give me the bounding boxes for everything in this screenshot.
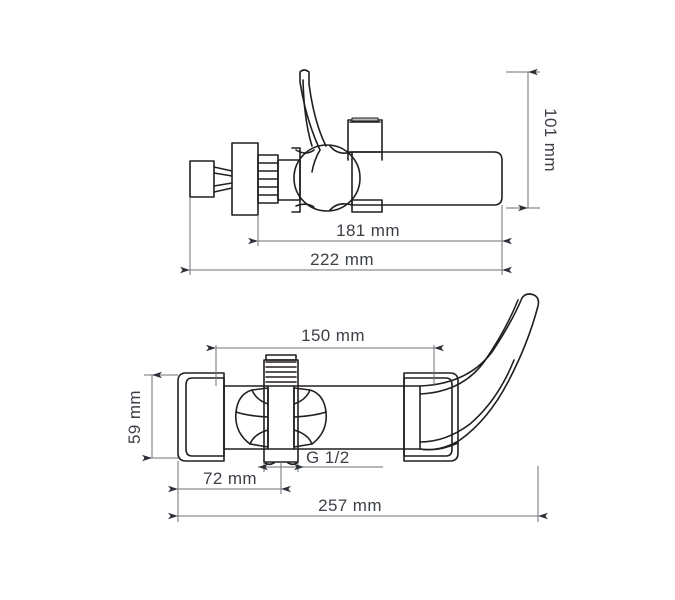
dimension-101mm-label: 101 mm bbox=[541, 108, 560, 172]
side-view-geometry bbox=[189, 69, 503, 216]
dimension-181mm: 181 mm bbox=[248, 205, 512, 246]
dimension-150mm-label: 150 mm bbox=[301, 326, 365, 345]
dimension-72mm: 72 mm bbox=[168, 461, 291, 494]
dimension-257mm-label: 257 mm bbox=[318, 496, 382, 515]
dimension-101mm: 101 mm bbox=[506, 68, 560, 212]
dimension-g-half-label: G 1/2 bbox=[306, 448, 350, 467]
dimension-257mm: 257 mm bbox=[168, 466, 548, 522]
dimension-150mm: 150 mm bbox=[206, 326, 444, 386]
dimension-59mm-label: 59 mm bbox=[125, 390, 144, 444]
dimension-222mm: 222 mm bbox=[180, 197, 512, 275]
dimension-59mm: 59 mm bbox=[125, 371, 178, 462]
dimension-g-half: G 1/2 bbox=[258, 448, 383, 472]
dimension-222mm-label: 222 mm bbox=[310, 250, 374, 269]
dimension-72mm-label: 72 mm bbox=[203, 469, 257, 488]
dimension-181mm-label: 181 mm bbox=[336, 221, 400, 240]
